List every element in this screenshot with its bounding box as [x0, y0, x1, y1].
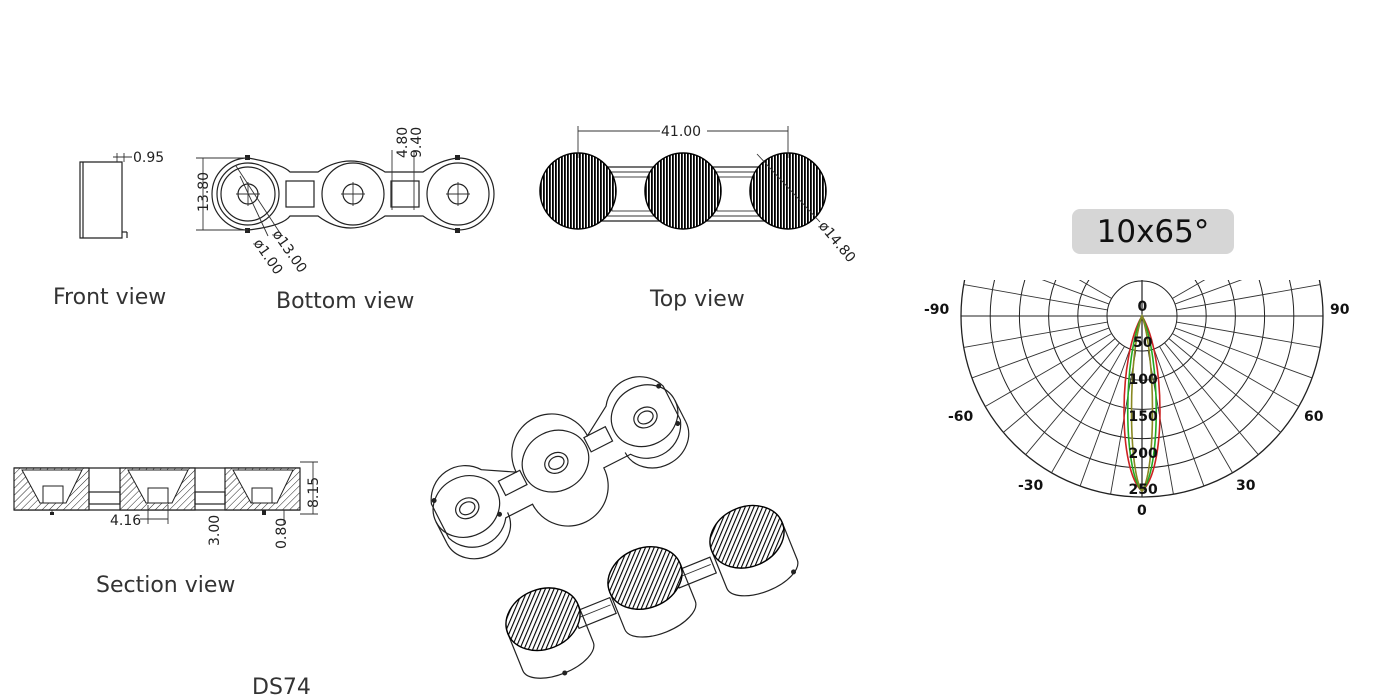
top-length-dim: 41.00 — [661, 124, 701, 140]
polar-spoke — [963, 321, 1108, 348]
angle-label: 0 — [1137, 503, 1147, 519]
polar-spoke — [1174, 327, 1313, 379]
polar-spoke — [1164, 342, 1259, 455]
polar-spoke — [1172, 333, 1299, 407]
polar-spoke — [1051, 346, 1125, 473]
polar-spoke — [1174, 280, 1243, 305]
front-view-label: Front view — [53, 285, 166, 310]
bottom-view-label: Bottom view — [276, 289, 414, 314]
bridge-b-dim: 9.40 — [409, 127, 425, 158]
polar-spoke — [1168, 338, 1281, 433]
polar-spoke — [985, 333, 1112, 407]
radial-label: 100 — [1129, 372, 1158, 388]
iso-bottom-render — [430, 376, 690, 560]
beam-angle-badge: 10x65° — [1072, 209, 1234, 254]
polar-spoke — [1159, 346, 1233, 473]
polar-spoke — [1041, 280, 1110, 305]
polar-grid — [960, 280, 1324, 498]
beam-curve-3 — [1130, 313, 1154, 493]
polar-spoke — [1079, 348, 1131, 487]
radial-label: 0 — [1138, 299, 1148, 315]
polar-diagram: 0 50 100 150 200 250 -90 90 -60 60 -30 30 0 — [924, 280, 1350, 519]
angle-label: -90 — [924, 302, 950, 318]
section-height-dim: 8.15 — [306, 477, 322, 508]
angle-label: -30 — [1018, 478, 1044, 494]
front-thickness-dim: 0.95 — [133, 150, 164, 166]
polar-spoke — [971, 327, 1110, 379]
polar-spoke — [1172, 280, 1206, 299]
polar-spoke — [963, 284, 1108, 311]
angle-label: 60 — [1304, 409, 1324, 425]
angle-label: 90 — [1330, 302, 1350, 318]
polar-spoke — [1176, 321, 1321, 348]
bottom-view: 13.80 4.80 9.40 ø1.00 ø13.00 Bottom view — [196, 127, 495, 314]
radial-label: 250 — [1129, 482, 1158, 498]
radial-label: 200 — [1129, 446, 1158, 462]
polar-spoke — [1025, 342, 1120, 455]
bottom-height-dim: 13.80 — [196, 172, 212, 212]
section-pin-dim: 0.80 — [274, 518, 290, 549]
bridge-a-dim: 4.80 — [395, 127, 411, 158]
polar-spoke — [1078, 280, 1112, 299]
section-width-dim: 4.16 — [110, 513, 141, 529]
front-view: 0.95 Front view — [53, 150, 166, 310]
angle-label: -60 — [948, 409, 974, 425]
section-gap-dim: 3.00 — [207, 515, 223, 546]
model-label: DS74 — [252, 675, 311, 700]
polar-spoke — [1153, 348, 1205, 487]
polar-spoke — [1147, 350, 1174, 495]
polar-spoke — [1110, 350, 1137, 495]
top-diameter-dim: ø14.80 — [815, 218, 859, 266]
top-view-label: Top view — [649, 287, 745, 312]
radial-label: 150 — [1129, 409, 1158, 425]
top-view: 41.00 ø14.80 Top view — [539, 124, 859, 312]
angle-label: 30 — [1236, 478, 1256, 494]
polar-spoke — [1176, 284, 1321, 311]
iso-top-render — [505, 504, 799, 679]
section-view-label: Section view — [96, 573, 235, 598]
section-view: 8.15 4.16 3.00 0.80 Section view — [13, 461, 322, 598]
polar-spoke — [1003, 338, 1116, 433]
radial-label: 50 — [1133, 335, 1153, 351]
